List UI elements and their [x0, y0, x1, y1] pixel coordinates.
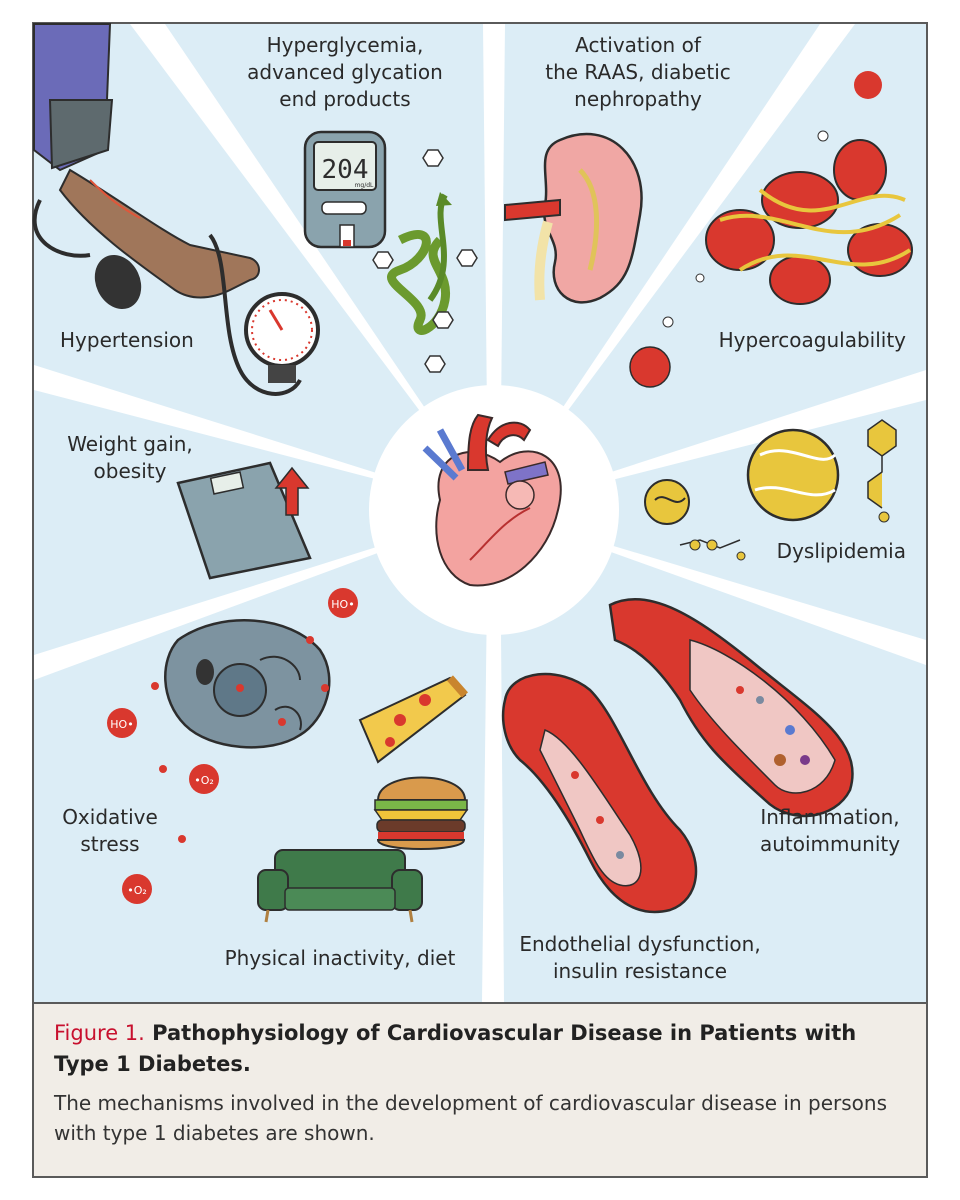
glucometer-reading: 204 [322, 155, 369, 185]
kidney-icon [504, 132, 643, 304]
weight-scale-icon [176, 461, 312, 580]
radical-o2-1: •O₂ [194, 774, 214, 787]
burger-icon [373, 776, 469, 850]
blood-pressure-cuff-icon [32, 23, 320, 396]
label-hyperglycemia: Hyperglycemia, advanced glycation end pr… [247, 33, 443, 111]
free-radicals-icon: HO• HO• •O₂ •O₂ [107, 588, 358, 904]
label-oxidative-stress: Oxidative stress [62, 805, 158, 856]
ray-top-right [494, 24, 855, 510]
sofa-icon [257, 849, 423, 923]
caption-title-line: Figure 1. Pathophysiology of Cardiovascu… [54, 1018, 906, 1080]
figure-number: Figure 1. [54, 1021, 145, 1045]
blood-clot-icon [629, 71, 913, 388]
label-weight-gain: Weight gain, obesity [67, 432, 193, 483]
label-hypertension: Hypertension [60, 328, 194, 352]
radical-ho-2: HO• [110, 718, 133, 731]
radical-ho-1: HO• [331, 598, 354, 611]
lipoprotein-icon [644, 419, 897, 561]
caption-body: The mechanisms involved in the developme… [54, 1091, 887, 1145]
heart-icon [422, 413, 562, 587]
artery-inflammation-icon [608, 597, 854, 818]
label-dyslipidemia: Dyslipidemia [776, 539, 906, 563]
label-raas: Activation of the RAAS, diabetic nephrop… [545, 33, 731, 111]
label-physical-inactivity: Physical inactivity, diet [224, 946, 456, 970]
glucometer-unit: mg/dL [355, 182, 374, 189]
label-hypercoagulability: Hypercoagulability [718, 328, 906, 352]
caption-title: Pathophysiology of Cardiovascular Diseas… [54, 1021, 857, 1076]
label-inflammation: Inflammation, autoimmunity [759, 805, 901, 856]
radical-o2-2: •O₂ [127, 884, 147, 897]
protein-helix-icon [372, 149, 478, 373]
pizza-icon [358, 675, 468, 764]
artery-endothelial-icon [501, 672, 698, 914]
ray-top-left [130, 24, 494, 510]
figure-caption: Figure 1. Pathophysiology of Cardiovascu… [34, 1002, 926, 1176]
glucometer-icon: 204 mg/dL [303, 130, 387, 249]
label-endothelial: Endothelial dysfunction, insulin resista… [519, 932, 761, 983]
cell-icon [164, 619, 331, 749]
